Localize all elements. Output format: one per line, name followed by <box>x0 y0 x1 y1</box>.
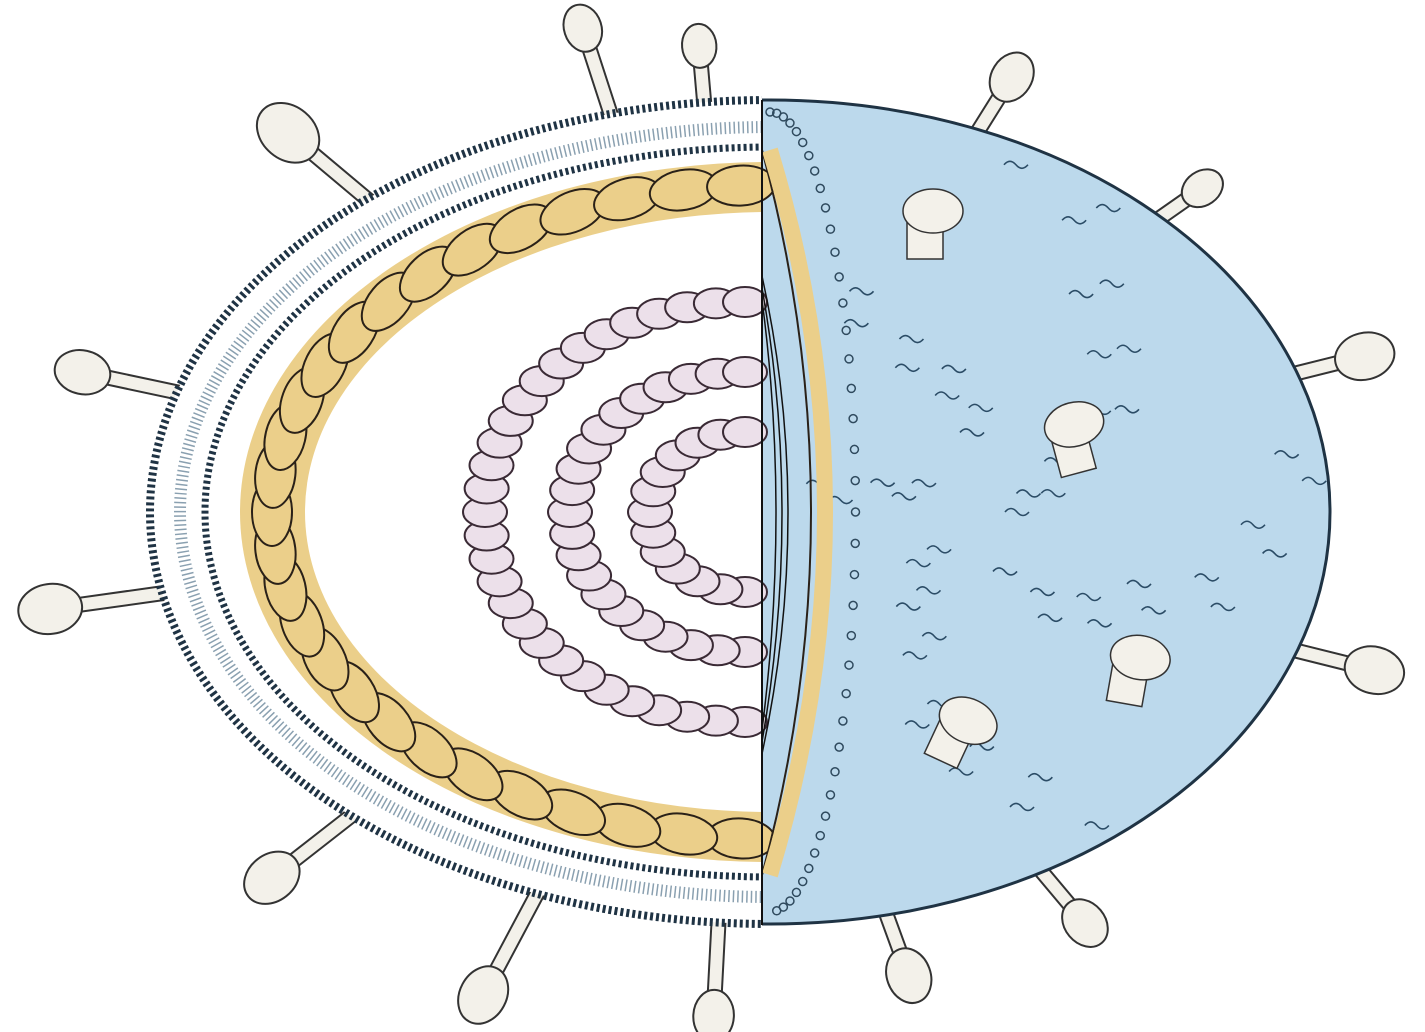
spike-3 <box>51 345 192 402</box>
spike-1 <box>558 0 622 128</box>
spike-5 <box>234 804 364 915</box>
spike-2 <box>245 91 380 212</box>
spike-6 <box>448 880 548 1032</box>
spike-4 <box>15 580 177 638</box>
